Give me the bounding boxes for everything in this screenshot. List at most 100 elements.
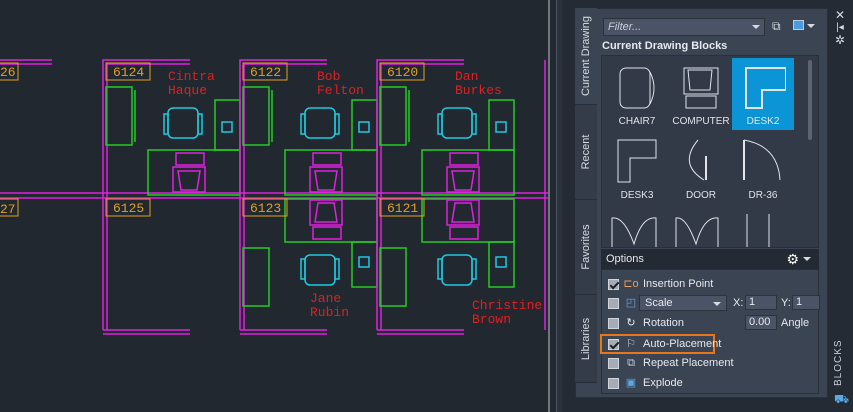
phone — [495, 256, 507, 268]
checkbox[interactable] — [608, 297, 619, 309]
angle-input[interactable]: 0.00 — [745, 315, 777, 330]
block-gallery: CHAIR7 COMPUTER DESK2 DESK3 DOOR DR-36 — [601, 55, 819, 248]
rotation-icon: ↻ — [626, 317, 636, 329]
room-number: 6123 — [250, 201, 281, 216]
phone — [358, 256, 370, 268]
checkbox[interactable] — [608, 278, 619, 290]
option-explode[interactable]: ▣Explode — [608, 375, 683, 391]
occupant-name: Haque — [168, 83, 207, 98]
filter-input[interactable]: Filter... — [603, 18, 765, 36]
computer — [312, 152, 342, 166]
occupant-name: Felton — [317, 83, 364, 98]
view-mode-icon[interactable] — [793, 20, 804, 30]
tab-favorites[interactable]: Favorites — [575, 200, 597, 295]
gallery-scrollbar[interactable] — [808, 60, 812, 140]
desk — [284, 198, 378, 243]
occupant-name: Bob — [317, 69, 340, 84]
checkbox[interactable] — [608, 357, 619, 369]
palette-title: BLOCKS — [833, 339, 844, 386]
auto-placement-icon: ⚐ — [626, 338, 636, 350]
scale-dropdown[interactable]: Scale — [639, 295, 727, 311]
blocks-icon: ⛟ — [834, 392, 850, 406]
chair — [441, 107, 473, 139]
desk — [421, 198, 515, 243]
block-computer[interactable]: COMPUTER — [670, 58, 732, 130]
computer — [449, 152, 479, 166]
gear-icon[interactable]: ⚙ — [786, 251, 799, 267]
palette-controls: ✕ |◂ ✲ — [830, 8, 850, 47]
option-repeat-placement[interactable]: ⧉Repeat Placement — [608, 355, 734, 371]
x-label: X: — [733, 297, 744, 309]
scale-x-input[interactable]: 1 — [745, 295, 777, 310]
tab-current-drawing[interactable]: Current Drawing — [575, 8, 597, 105]
room-number: 27 — [0, 202, 16, 217]
block-desk2[interactable]: DESK2 — [732, 58, 794, 130]
checkbox[interactable] — [608, 338, 619, 350]
y-label: Y: — [781, 297, 791, 309]
door-icon — [743, 139, 781, 181]
tab-libraries[interactable]: Libraries — [575, 295, 597, 383]
occupant-name: Jane — [310, 291, 341, 306]
occupant-name: Cintra — [168, 69, 215, 84]
chair — [304, 254, 336, 286]
angle-label: Angle — [781, 317, 810, 329]
cubicle-column — [376, 59, 515, 335]
occupant-name: Brown — [472, 312, 511, 327]
desk — [147, 149, 241, 196]
occupant-name: Burkes — [455, 83, 502, 98]
room-tag — [379, 62, 425, 81]
option-auto-placement[interactable]: ⚐Auto-Placement — [608, 336, 721, 352]
checkbox[interactable] — [608, 317, 619, 329]
door-icon — [688, 139, 707, 181]
phone — [495, 121, 507, 133]
chevron-down-icon[interactable] — [803, 257, 811, 261]
tab-recent[interactable]: Recent — [575, 105, 597, 200]
import-block-icon[interactable]: ⧉ — [772, 19, 781, 33]
options-header: Options ⚙ — [601, 249, 819, 269]
room-number: 6121 — [387, 201, 418, 216]
room-number: 6120 — [387, 65, 418, 80]
chevron-down-icon[interactable] — [752, 25, 760, 29]
phone — [221, 121, 233, 133]
computer — [446, 199, 480, 226]
file-cabinet — [242, 247, 270, 307]
properties-icon[interactable]: ✲ — [834, 33, 846, 47]
occupant-name: Christine — [472, 298, 542, 313]
computer — [309, 199, 343, 226]
option-scale[interactable]: ◰ — [608, 295, 639, 311]
scale-icon: ◰ — [625, 297, 637, 309]
insertion-point-icon: ⊏o — [623, 278, 639, 290]
viewport-splitter[interactable] — [556, 0, 562, 412]
block-desk3[interactable]: DESK3 — [606, 132, 668, 204]
room-tag — [105, 198, 151, 217]
close-icon[interactable]: ✕ — [834, 8, 846, 22]
palette-tabs: Current Drawing Recent Favorites Librari… — [575, 8, 597, 383]
options-panel — [601, 269, 819, 394]
chevron-down-icon[interactable] — [807, 24, 815, 28]
room-tag — [242, 62, 288, 81]
computer-icon — [683, 67, 719, 109]
block-dr-36[interactable]: DR-36 — [732, 132, 794, 204]
more-blocks-icon — [611, 214, 770, 247]
scale-y-input[interactable]: 1 — [792, 295, 820, 310]
cubicle-column — [102, 59, 241, 335]
phone — [358, 121, 370, 133]
auto-hide-icon[interactable]: |◂ — [836, 22, 844, 33]
room-number: 6122 — [250, 65, 281, 80]
occupant-name: Rubin — [310, 305, 349, 320]
room-tag — [105, 62, 151, 81]
computer — [175, 152, 205, 166]
block-door[interactable]: DOOR — [670, 132, 732, 204]
room-number: 6125 — [113, 201, 144, 216]
block-chair7[interactable]: CHAIR7 — [606, 58, 668, 130]
chair — [304, 107, 336, 139]
checkbox[interactable] — [608, 377, 619, 389]
option-rotation[interactable]: ↻Rotation — [608, 315, 684, 331]
desk — [421, 149, 515, 196]
cubicle-column — [239, 59, 378, 335]
desk-icon — [745, 67, 786, 109]
desk-icon — [617, 139, 657, 183]
occupant-name: Dan — [455, 69, 478, 84]
